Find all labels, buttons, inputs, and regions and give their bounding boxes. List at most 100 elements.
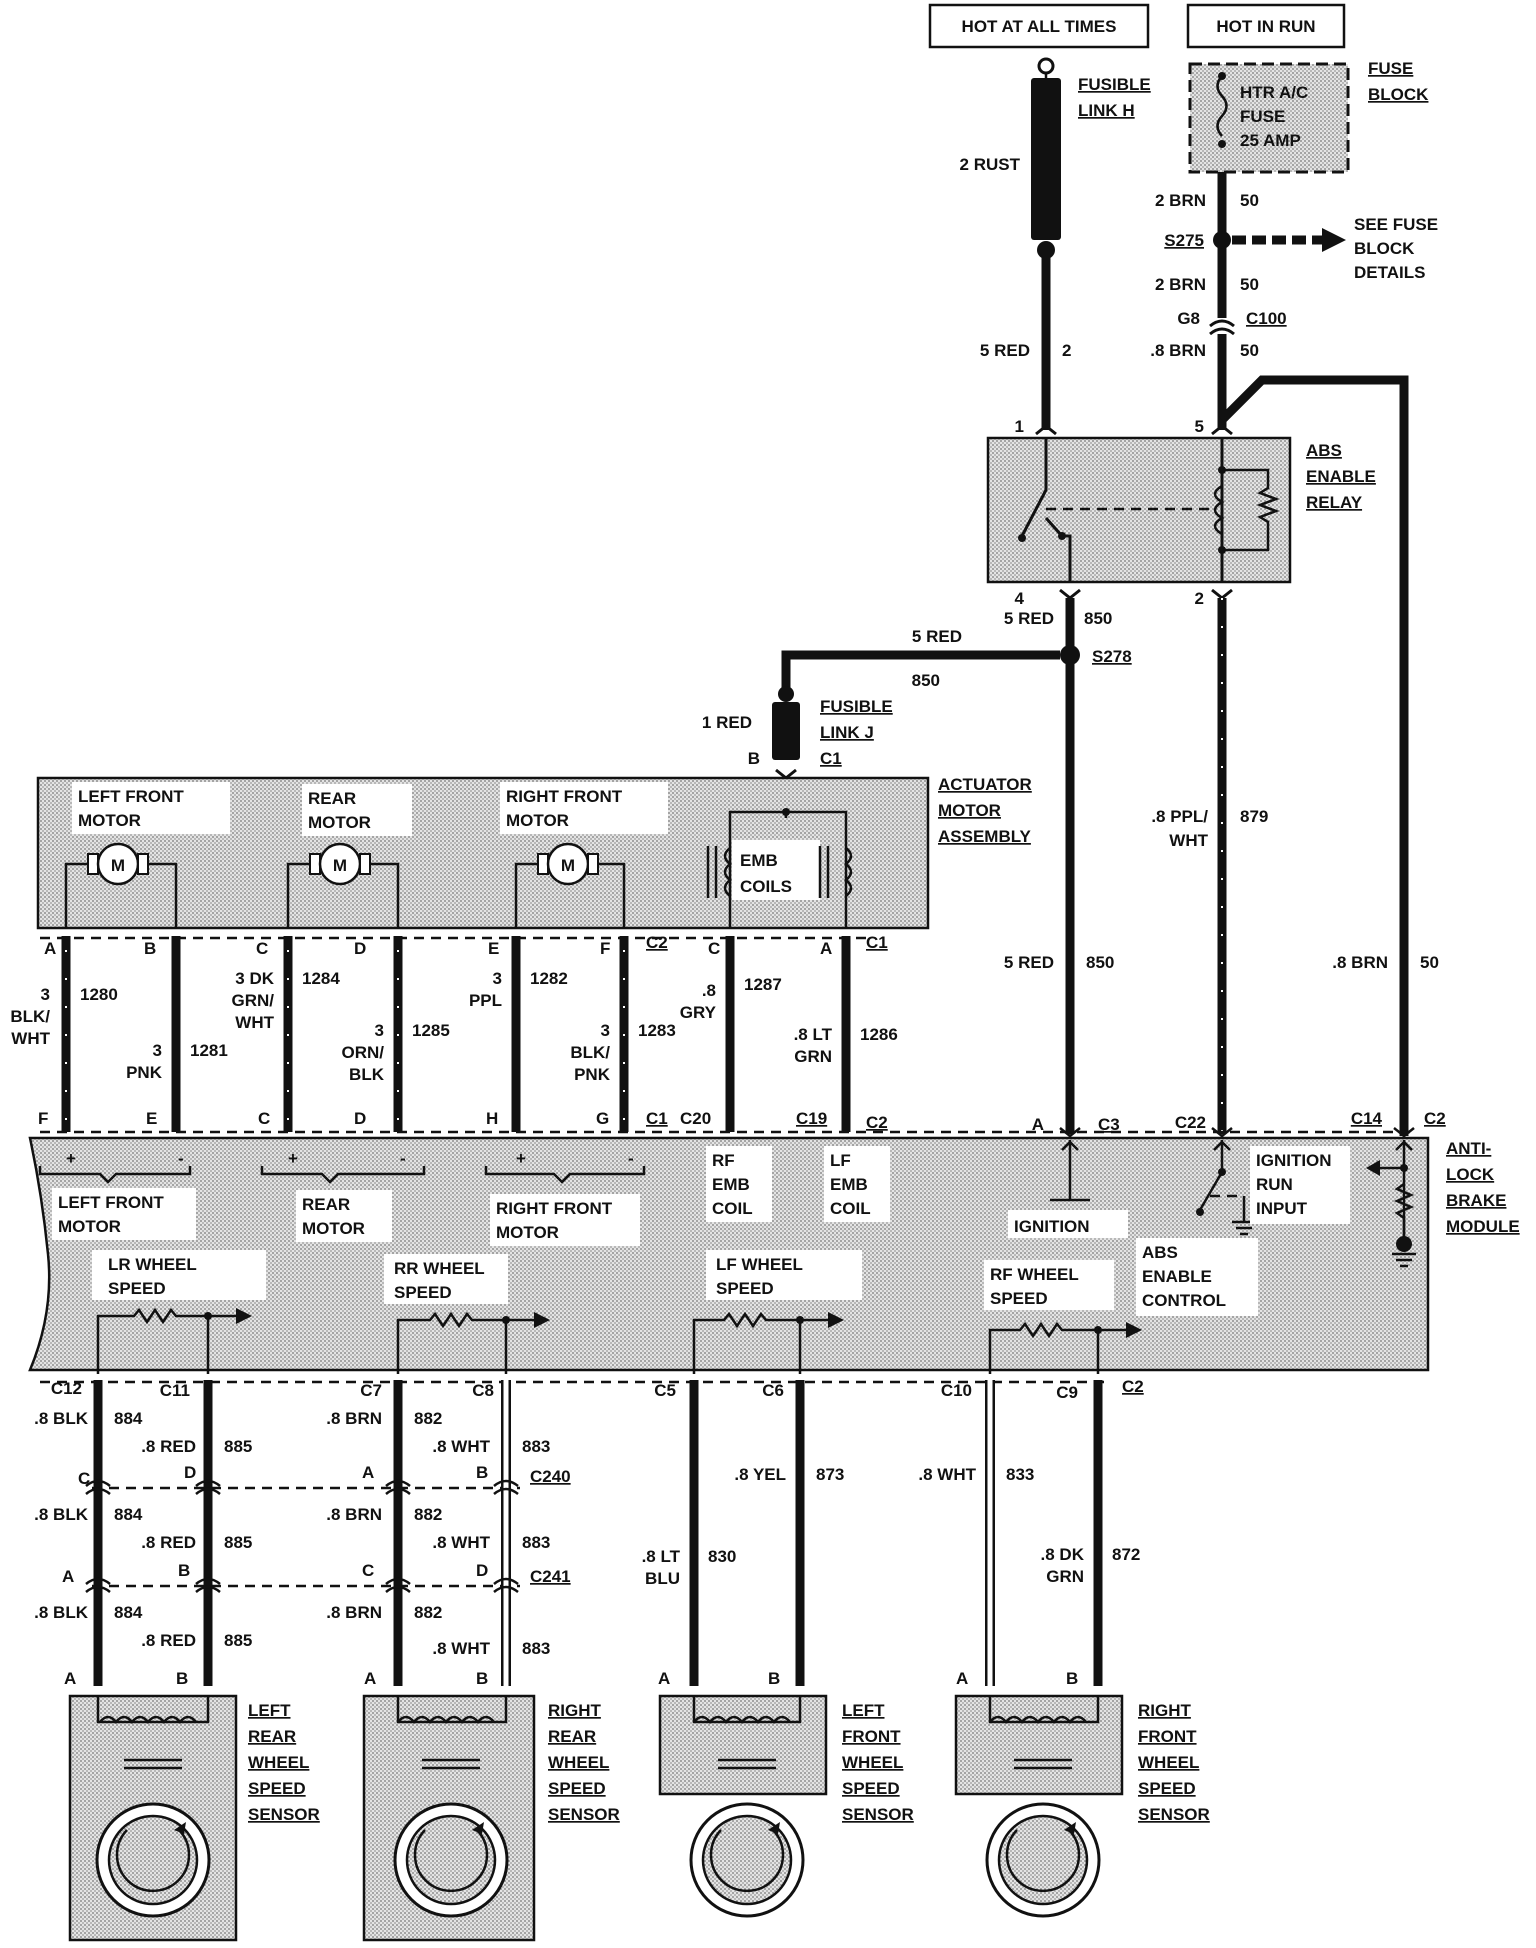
mid-pin-d: D <box>354 939 366 958</box>
n884-3: 884 <box>114 1603 143 1622</box>
module-rear-motor-label-1: REAR <box>302 1195 350 1214</box>
rf-pin-b: B <box>1066 1669 1078 1688</box>
fusible-link-h <box>1031 78 1061 240</box>
n1286: 1286 <box>860 1025 898 1044</box>
mid-pin-h-bot: H <box>486 1109 498 1128</box>
minus-sign: - <box>400 1149 406 1168</box>
abs-enable-1: ABS <box>1142 1243 1178 1262</box>
motor-m-glyph: M <box>111 856 125 875</box>
module-label-2: LOCK <box>1446 1165 1495 1184</box>
connector-c100-bot <box>1209 327 1235 336</box>
w3-l1: 3 DK <box>235 969 274 988</box>
connector-c100-top <box>1209 319 1235 328</box>
relay-label-2: ENABLE <box>1306 467 1376 486</box>
n883-1: 883 <box>522 1437 550 1456</box>
module-ignition-input <box>1050 1140 1090 1202</box>
fusible-j-label-1: FUSIBLE <box>820 697 893 716</box>
ign-run-1: IGNITION <box>1256 1151 1332 1170</box>
see-fuse-label-3: DETAILS <box>1354 263 1425 282</box>
module-50-input <box>1366 1140 1416 1268</box>
lf-sensor-5: SENSOR <box>842 1805 914 1824</box>
mid-c1-top: C1 <box>866 933 888 952</box>
rr-brn-2: .8 BRN <box>326 1505 382 1524</box>
ign-run-2: RUN <box>1256 1175 1293 1194</box>
relay-coil <box>1213 484 1225 536</box>
n884-1: 884 <box>114 1409 143 1428</box>
w3-l3: WHT <box>235 1013 274 1032</box>
fuse-label-2: FUSE <box>1240 107 1285 126</box>
abs-enable-3: CONTROL <box>1142 1291 1226 1310</box>
pin-d-c241: D <box>476 1561 488 1580</box>
rr-sensor-5: SENSOR <box>548 1805 620 1824</box>
relay-resistor <box>1222 468 1280 552</box>
circuit-50-c: 50 <box>1240 341 1259 360</box>
lf-yel: .8 YEL <box>734 1465 786 1484</box>
module-label-3: BRAKE <box>1446 1191 1506 1210</box>
fusible-j-c1: C1 <box>820 749 842 768</box>
actuator-label-2: MOTOR <box>938 801 1001 820</box>
motor-m-glyph: M <box>333 856 347 875</box>
mid-c22: C22 <box>1175 1113 1206 1132</box>
rr-wht-1: .8 WHT <box>432 1437 490 1456</box>
mid-c1-bot: C1 <box>646 1109 668 1128</box>
lf-sensor-3: WHEEL <box>842 1753 903 1772</box>
w2-l1: 3 <box>153 1041 162 1060</box>
n885-3: 885 <box>224 1631 252 1650</box>
lr-pin-a: A <box>64 1669 76 1688</box>
rr-speed-1: RR WHEEL <box>394 1259 485 1278</box>
rf-dkgrn-2: GRN <box>1046 1567 1084 1586</box>
relay-pin-5: 5 <box>1195 417 1204 436</box>
n873: 873 <box>816 1465 844 1484</box>
see-fuse-arrow-head <box>1322 228 1346 252</box>
w4-l1: 3 <box>375 1021 384 1040</box>
w4-l3: BLK <box>349 1065 385 1084</box>
w6-l1: 3 <box>601 1021 610 1040</box>
w6-l2: BLK/ <box>570 1043 610 1062</box>
actuator-lf-motor-label-2: MOTOR <box>78 811 141 830</box>
rr-brn-3: .8 BRN <box>326 1603 382 1622</box>
hot-at-all-times-label: HOT AT ALL TIMES <box>962 17 1117 36</box>
lr-sensor-label: LEFT REAR WHEEL SPEED SENSOR <box>248 1701 320 1824</box>
module-lf-motor-label-1: LEFT FRONT <box>58 1193 164 1212</box>
w1-l2: BLK/ <box>10 1007 50 1026</box>
conn-c12: C12 <box>51 1379 82 1398</box>
mid-brn: .8 BRN <box>1332 953 1388 972</box>
actuator-rear-motor: M <box>286 842 400 928</box>
s278-label: S278 <box>1092 647 1132 666</box>
n884-2: 884 <box>114 1505 143 1524</box>
rr-sensor-4: SPEED <box>548 1779 606 1798</box>
module-label-4: MODULE <box>1446 1217 1520 1236</box>
actuator-label-1: ACTUATOR <box>938 775 1032 794</box>
w6-l3: PNK <box>574 1065 611 1084</box>
module-rf-speed-input: RF WHEEL SPEED <box>984 1260 1142 1374</box>
mid-pin-e-bot: E <box>146 1109 157 1128</box>
n882-3: 882 <box>414 1603 442 1622</box>
fusible-link-j-terminal <box>778 686 794 702</box>
lr-sensor-5: SENSOR <box>248 1805 320 1824</box>
mid-pin-b: B <box>144 939 156 958</box>
actuator-lf-motor: M <box>64 842 178 928</box>
mid-c2-bot: C2 <box>866 1113 888 1132</box>
rf-pin-a: A <box>956 1669 968 1688</box>
lf-pin-b: B <box>768 1669 780 1688</box>
mid-c3: C3 <box>1098 1115 1120 1134</box>
lf-emb-coil-3: COIL <box>830 1199 871 1218</box>
pin-a-c241: A <box>62 1567 74 1586</box>
lr-speed-2: SPEED <box>108 1279 166 1298</box>
relay-label-3: RELAY <box>1306 493 1363 512</box>
lr-red-1: .8 RED <box>141 1437 196 1456</box>
conn-c10: C10 <box>941 1381 972 1400</box>
mid-red5: 5 RED <box>1004 953 1054 972</box>
hot-in-run-label: HOT IN RUN <box>1216 17 1315 36</box>
n872: 872 <box>1112 1545 1140 1564</box>
actuator-rf-motor: M <box>514 842 626 928</box>
n1283: 1283 <box>638 1021 676 1040</box>
mid-c19: C19 <box>796 1109 827 1128</box>
rust-wire-label: 2 RUST <box>960 155 1021 174</box>
pin-c-c240: C <box>78 1469 90 1488</box>
plus-sign: + <box>288 1149 298 1168</box>
lr-sensor-4: SPEED <box>248 1779 306 1798</box>
emb-coils-label-1: EMB <box>740 851 778 870</box>
actuator-label-3: ASSEMBLY <box>938 827 1032 846</box>
